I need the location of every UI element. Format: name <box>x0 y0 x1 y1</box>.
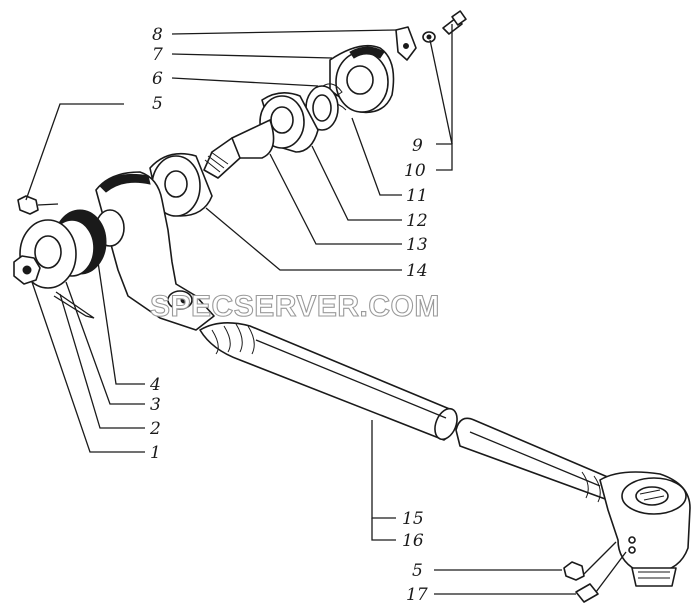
callout-10: 10 <box>404 161 426 181</box>
callout-7: 7 <box>152 45 163 65</box>
bolt-part <box>442 10 467 35</box>
liner-part <box>259 92 319 153</box>
callout-16: 16 <box>402 531 424 551</box>
callout-13: 13 <box>406 235 428 255</box>
callout-14: 14 <box>406 261 428 281</box>
callout-labels: 8 7 6 5 9 10 11 12 13 14 4 3 2 1 15 16 5… <box>149 25 428 605</box>
grease-fitting-part-lower <box>563 561 585 581</box>
parts-drawing <box>13 10 691 603</box>
callout-17: 17 <box>406 585 428 605</box>
tie-rod-end-part <box>599 471 691 587</box>
callout-1: 1 <box>150 443 161 463</box>
tie-rod-tube-right <box>455 417 612 507</box>
callout-5-upper: 5 <box>152 94 163 114</box>
leader-lines <box>25 24 627 595</box>
lock-plate-part <box>395 26 417 61</box>
callout-8: 8 <box>152 25 163 45</box>
cover-part <box>329 44 395 114</box>
callout-11: 11 <box>406 186 428 206</box>
callout-2: 2 <box>149 419 161 439</box>
callout-6: 6 <box>152 69 163 89</box>
callout-12: 12 <box>406 211 428 231</box>
boot-part <box>149 152 213 217</box>
watermark-text: SPECSERVER.COM <box>150 290 440 323</box>
seat-ring-part <box>305 85 339 131</box>
callout-4: 4 <box>149 375 161 395</box>
plug-part <box>575 583 599 603</box>
callout-5-lower: 5 <box>412 561 423 581</box>
callout-3: 3 <box>150 395 161 415</box>
grease-fitting-part <box>17 195 59 215</box>
callout-9: 9 <box>412 136 423 156</box>
ball-pin-part <box>203 119 275 179</box>
tie-rod-tube-left <box>199 322 458 441</box>
callout-15: 15 <box>402 509 424 529</box>
castle-nut-part <box>13 255 41 285</box>
nut-part <box>422 31 436 43</box>
